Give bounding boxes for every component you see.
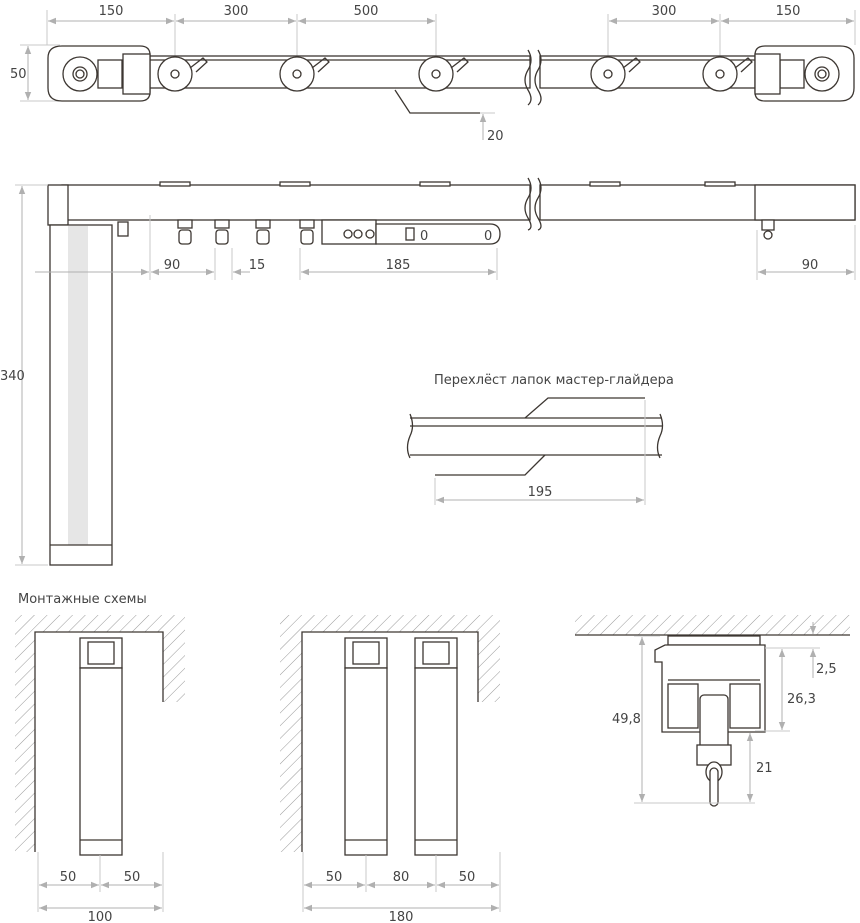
hook bbox=[214, 219, 230, 245]
master-carrier: 0 0 bbox=[321, 219, 501, 245]
overlap-dim: 195 bbox=[528, 485, 553, 500]
carrier-mark: 0 bbox=[420, 229, 428, 244]
dim-label: 21 bbox=[756, 761, 773, 776]
dim-label: 90 bbox=[164, 258, 181, 273]
dim-label: 26,3 bbox=[787, 692, 816, 707]
master-arm-bottom bbox=[435, 454, 546, 476]
dim-label: 50 bbox=[124, 870, 141, 885]
dim-label: 150 bbox=[776, 4, 801, 19]
master-arm bbox=[394, 89, 480, 114]
hook bbox=[177, 219, 193, 245]
dim-label: 500 bbox=[354, 4, 379, 19]
break-mark bbox=[524, 49, 542, 106]
master-arm-top bbox=[524, 397, 645, 419]
dim-label: 90 bbox=[802, 258, 819, 273]
dim-label: 180 bbox=[389, 910, 414, 923]
rollers bbox=[157, 56, 753, 92]
dim-label: 100 bbox=[88, 910, 113, 923]
hook bbox=[299, 219, 315, 245]
mounting-title: Монтажные схемы bbox=[18, 592, 147, 607]
mounting-single: 50 50 100 bbox=[15, 615, 185, 923]
top-dimension-lines bbox=[20, 10, 856, 140]
motor-height-label: 340 bbox=[0, 369, 25, 384]
overlap-detail: Перехлёст лапок мастер-глайдера 195 bbox=[406, 373, 674, 505]
carrier-mark: 0 bbox=[484, 229, 492, 244]
side-dimension-lines bbox=[15, 184, 856, 566]
end-cap-left bbox=[47, 45, 151, 102]
overlap-title: Перехлёст лапок мастер-глайдера bbox=[434, 373, 674, 388]
dim-label: 80 bbox=[393, 870, 410, 885]
mounting-double: 50 80 50 180 bbox=[280, 615, 501, 923]
arm-offset-label: 20 bbox=[487, 129, 504, 144]
hook bbox=[255, 219, 271, 245]
dim-label: 300 bbox=[652, 4, 677, 19]
profile-cross-section: 49,8 2,5 26,3 21 bbox=[575, 615, 850, 807]
dim-label: 50 bbox=[60, 870, 77, 885]
dim-label: 50 bbox=[459, 870, 476, 885]
hooks bbox=[177, 219, 775, 245]
side-view: 0 0 90 15 185 90 340 bbox=[0, 177, 856, 566]
dim-label: 300 bbox=[224, 4, 249, 19]
dim-label: 150 bbox=[99, 4, 124, 19]
height-label: 50 bbox=[10, 67, 27, 82]
motor bbox=[47, 184, 129, 566]
motor bbox=[79, 667, 123, 856]
dim-label: 49,8 bbox=[612, 712, 641, 727]
dim-label: 185 bbox=[386, 258, 411, 273]
dim-label: 2,5 bbox=[816, 662, 837, 677]
top-view: 150 300 500 300 150 50 20 bbox=[10, 4, 856, 144]
dim-label: 50 bbox=[326, 870, 343, 885]
break-mark bbox=[524, 177, 542, 231]
end-cap-right bbox=[754, 45, 855, 102]
dim-label: 15 bbox=[249, 258, 266, 273]
motor bbox=[344, 667, 388, 856]
motor bbox=[414, 667, 458, 856]
